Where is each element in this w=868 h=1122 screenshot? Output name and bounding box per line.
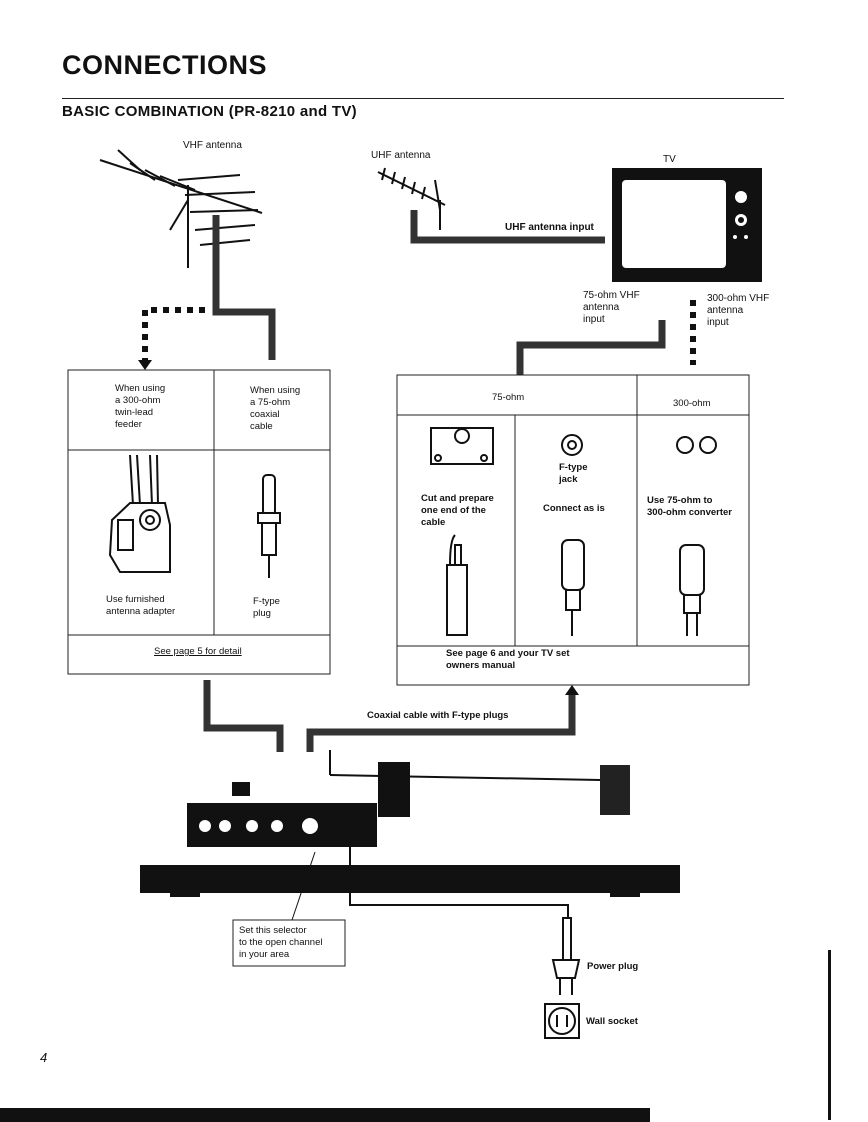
antenna-adapter-icon — [108, 454, 171, 573]
header-75-ohm-right: 75-ohm — [492, 392, 525, 403]
tv-icon — [612, 168, 762, 282]
wall-socket-label: Wall socket — [586, 1016, 638, 1027]
header-300-ohm: When using a 300-ohm twin-lead feeder — [115, 383, 166, 430]
page-number: 4 — [40, 1050, 48, 1065]
coax-cable-label: Coaxial cable with F-type plugs — [367, 710, 509, 721]
power-plug-label: Power plug — [587, 961, 639, 972]
vhf-antenna-label: VHF antenna — [183, 140, 242, 151]
plug-caption: F-type plug — [253, 596, 280, 619]
converter-text: Use 75-ohm to 300-ohm converter — [647, 495, 733, 518]
f-type-plug-icon — [257, 474, 281, 578]
left-footer: See page 5 for detail — [154, 646, 242, 657]
uhf-antenna-icon — [377, 167, 446, 230]
connect-as-is: Connect as is — [543, 503, 605, 514]
header-75-ohm: When using a 75-ohm coaxial cable — [250, 385, 301, 432]
wall-socket-icon — [544, 1003, 580, 1039]
selector-note: Set this selector to the open channel in… — [239, 925, 323, 960]
vhf-antenna-icon — [99, 149, 263, 268]
uhf-antenna-label: UHF antenna — [371, 150, 431, 161]
f-type-jack-icon — [561, 434, 585, 636]
uhf-input-label: UHF antenna input — [505, 222, 594, 233]
section-subtitle: BASIC COMBINATION (PR-8210 and TV) — [62, 103, 357, 120]
jack-label: F-type jack — [559, 462, 588, 485]
power-plug-icon — [551, 917, 581, 995]
vhf300-input-label: 300-ohm VHF antenna input — [707, 293, 770, 328]
coax-terminal-icon — [430, 427, 494, 636]
vhf75-input-label: 75-ohm VHF antenna input — [583, 290, 640, 325]
title-rule — [62, 98, 784, 99]
right-footer: See page 6 and your TV set owners manual — [446, 648, 570, 671]
adapter-caption: Use furnished antenna adapter — [106, 594, 176, 617]
player-unit-icon — [140, 750, 680, 918]
tv-label: TV — [663, 154, 676, 165]
converter-icon — [676, 436, 717, 636]
page-title: CONNECTIONS — [62, 50, 268, 80]
header-300-ohm-right: 300-ohm — [673, 398, 711, 409]
cut-instructions: Cut and prepare one end of the cable — [421, 493, 494, 528]
